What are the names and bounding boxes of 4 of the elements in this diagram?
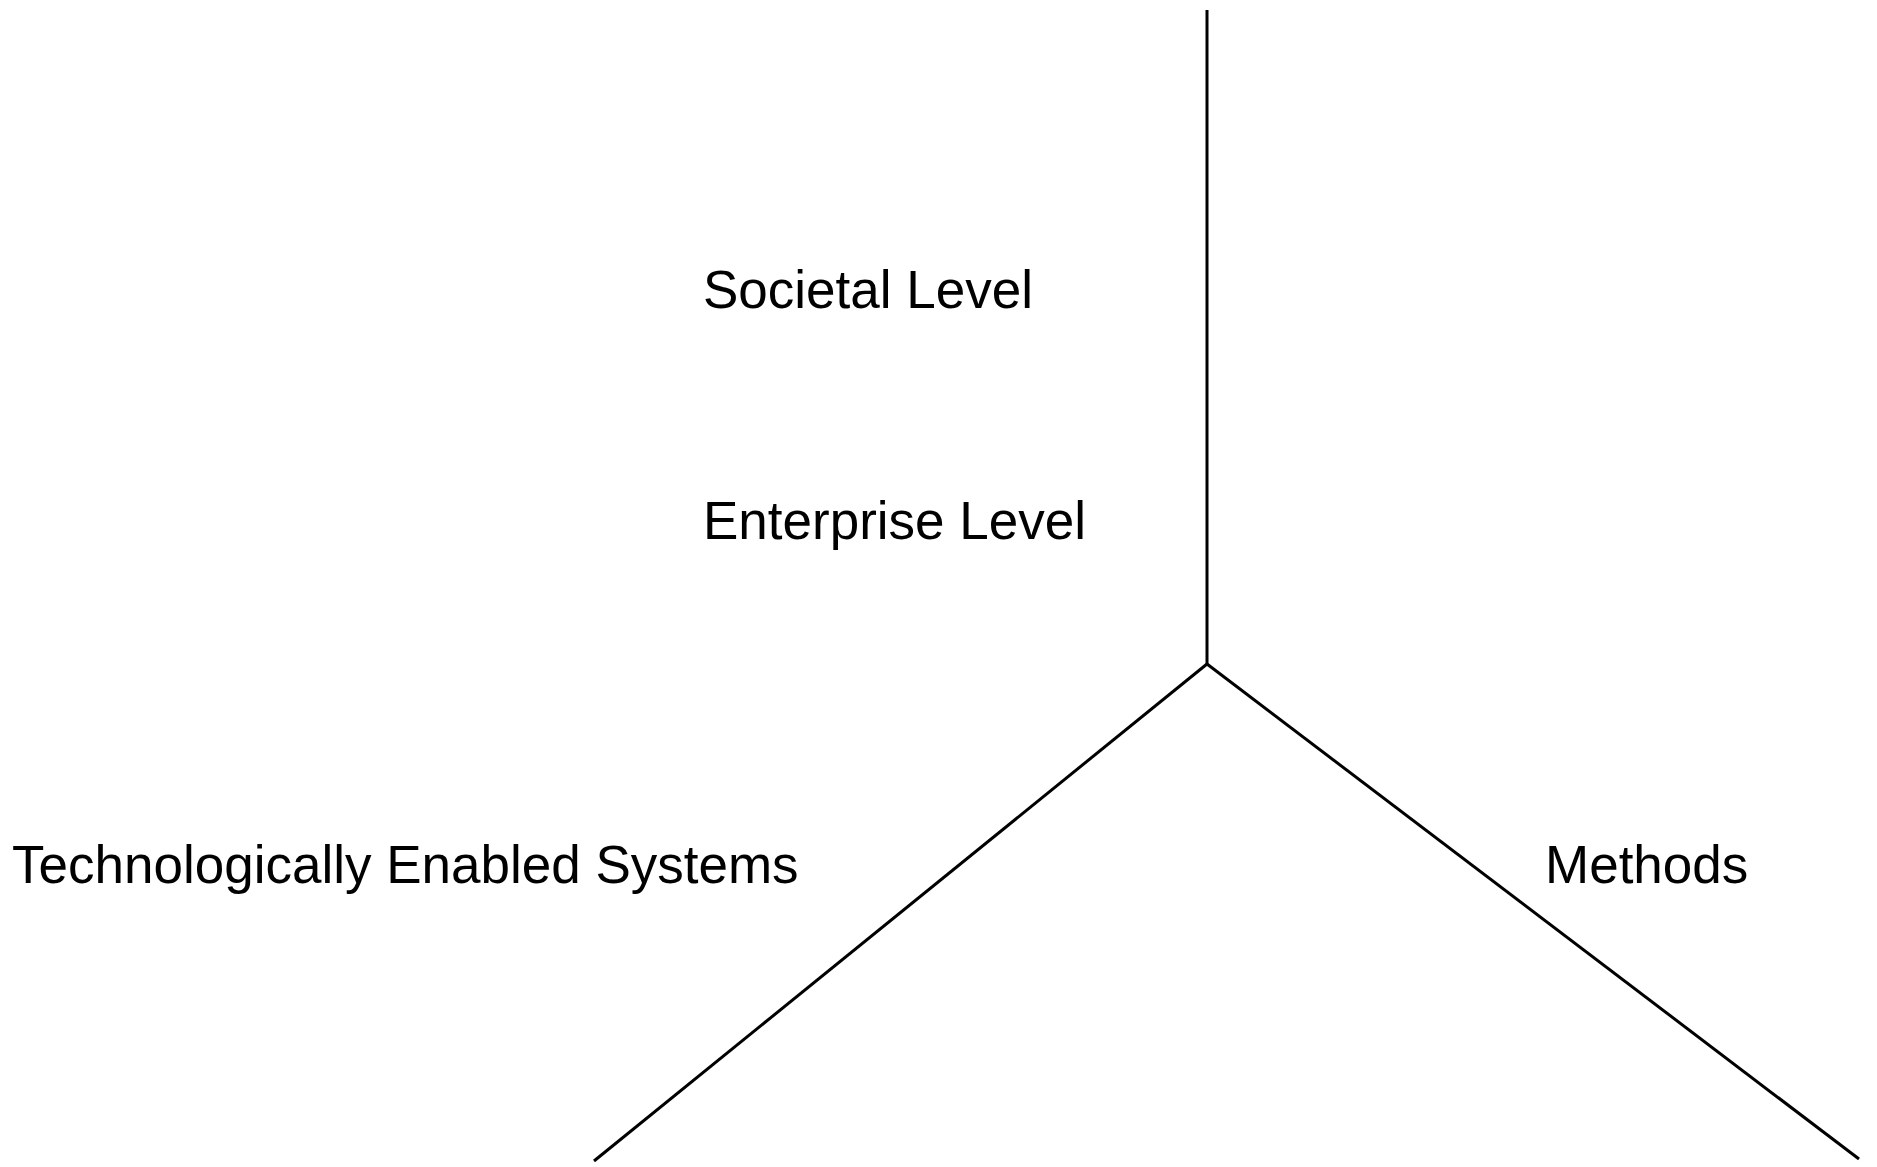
axis-label: Methods bbox=[1545, 834, 1749, 896]
axis-label: Societal Level bbox=[703, 259, 1033, 321]
axis-label: Technologically Enabled Systems bbox=[12, 834, 799, 896]
axis-label: Enterprise Level bbox=[703, 490, 1086, 552]
